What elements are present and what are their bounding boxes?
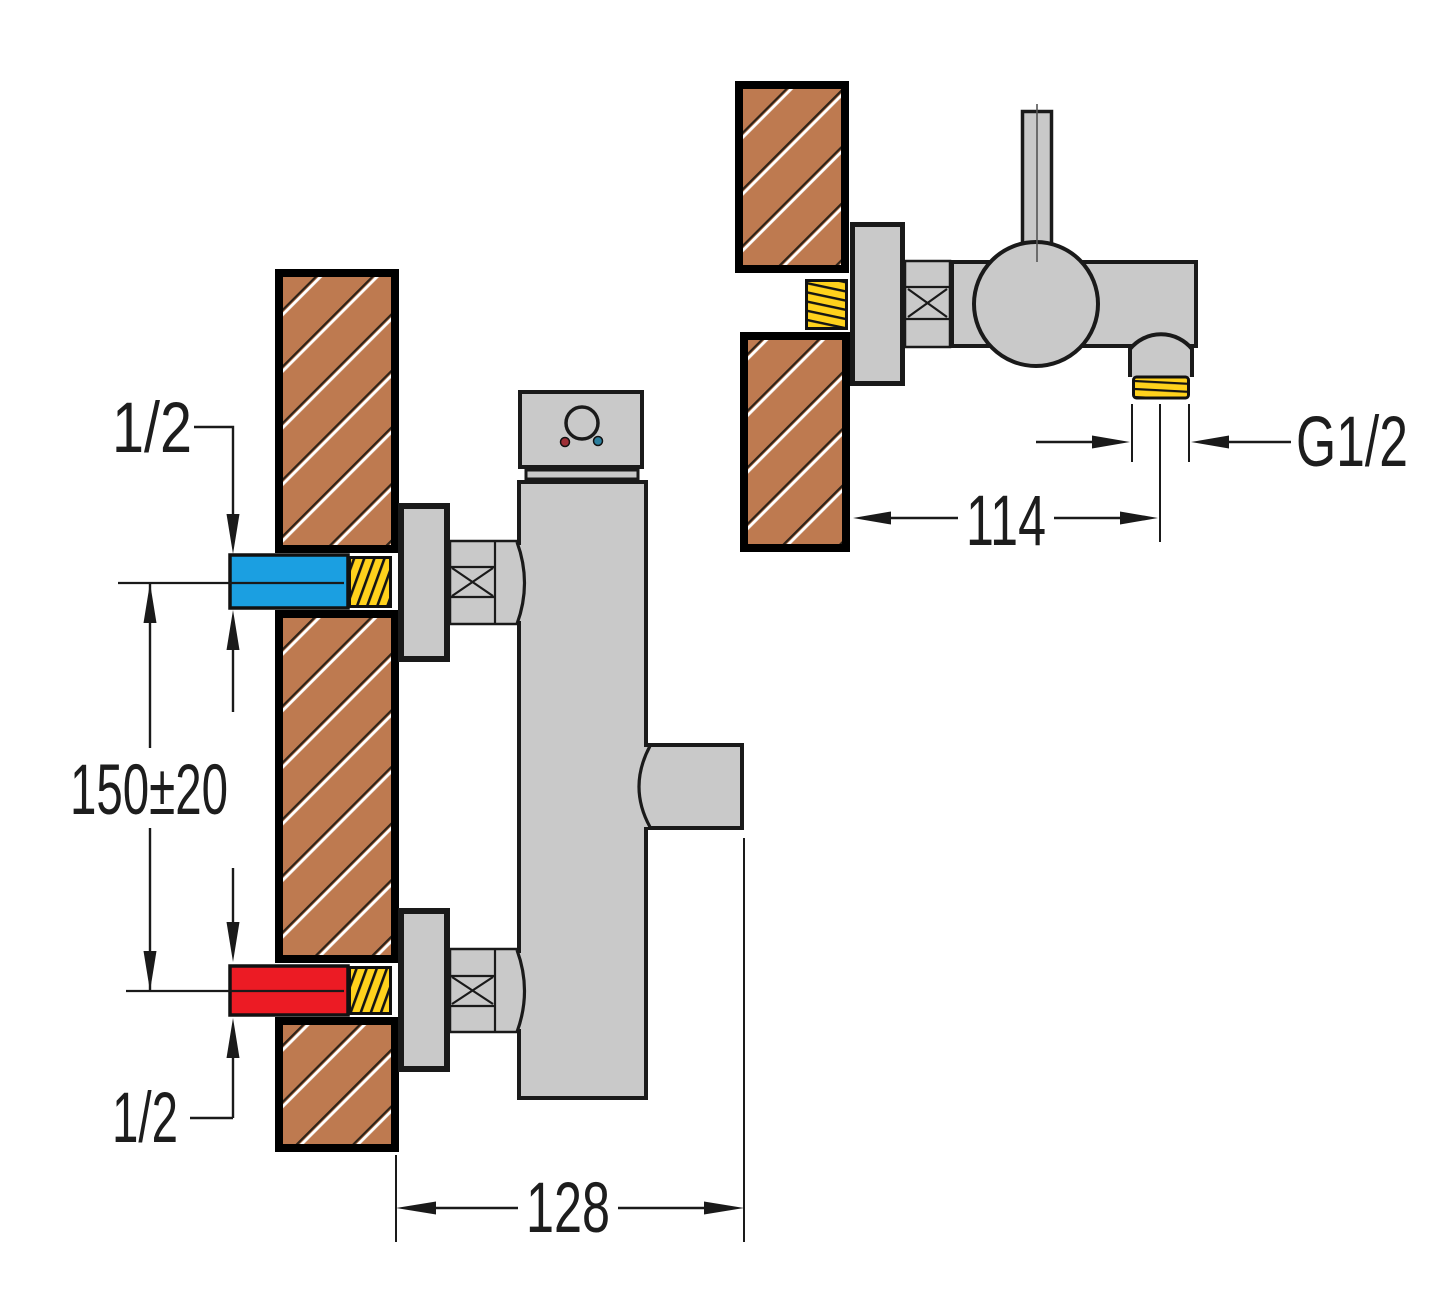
lower-union-cross [451,976,494,1005]
hot-supply-pipe [126,964,392,1017]
spout-arc [637,745,652,828]
thermostat-knob-icon [564,405,600,441]
dim-outlet-thread: G1/2 [1036,403,1408,542]
lower-union-neck [448,947,520,1034]
body-depth-label: 128 [526,1169,610,1248]
cold-arrow-up-icon [226,610,240,650]
upper-union-neck [448,539,520,626]
depth-extension-lines [395,838,745,1242]
front-view: 1/2 150±20 1/2 128 [70,269,745,1248]
wall-block-middle [275,610,399,963]
hot-inlet-label: 1/2 [112,1079,178,1158]
lower-union [448,947,527,1034]
lower-wall-flange [398,908,450,1072]
outlet-port [1128,332,1194,400]
union-nut-lines-top [905,285,950,321]
cold-inlet-label: 1/2 [112,389,192,468]
top-view: G1/2 114 [735,81,1408,561]
depth-arrow-right-icon [704,1201,744,1215]
offset-arrow-left-icon [853,511,891,525]
lower-union-nut-lines [450,974,495,1008]
wall-section-top [735,81,850,552]
lower-union-arc [515,949,527,1033]
outlet-arrow-right-icon [1092,435,1130,449]
upper-union-arc [515,541,527,625]
dim-body-depth: 128 [395,838,745,1248]
control-knob-top [972,240,1100,368]
spout-body [648,743,744,830]
union-top [903,259,952,349]
outlet-extension-lines [1131,404,1190,462]
upper-union-joint-fill [513,545,522,621]
hot-indicator-dot-icon [559,436,571,448]
dim-hot-inlet: 1/2 [112,868,240,1158]
cold-pipe-thread [348,556,392,608]
depth-arrow-left-icon [396,1201,436,1215]
offset-arrow-right-icon [1120,511,1158,525]
dim-wall-to-outlet: 114 [853,482,1158,561]
wall-block-upper [735,81,849,273]
spacing-arrow-up-icon [143,583,157,623]
cold-pipe [228,553,350,610]
wall-block-top [275,269,399,553]
cold-supply-pipe [118,553,392,610]
upper-union-cross [451,567,494,597]
cold-indicator-dot-icon [592,435,604,447]
outlet-thread-label: G1/2 [1296,403,1408,482]
wall-to-outlet-label: 114 [966,482,1046,561]
wall-section-front [275,269,399,1152]
union-cross-top [907,288,948,318]
hot-arrow-up-icon [226,1018,240,1058]
outlet-dome [1128,332,1194,377]
upper-union [448,539,527,626]
wall-block-lower [740,332,850,552]
upper-union-nut-lines [450,565,495,599]
spout-front [637,743,744,830]
inlet-spacing-label: 150±20 [70,751,228,830]
supply-pipe-thread-top [805,279,848,330]
hot-pipe-thread [348,966,392,1015]
dim-inlet-spacing: 150±20 [70,583,228,991]
cold-leader-line [194,425,235,516]
wall-flange-top [850,222,905,386]
wall-block-bottom [275,1017,399,1152]
mixer-body-front [517,480,648,1100]
head-neck-band [524,468,640,481]
mixer-head [518,390,644,481]
cold-arrow-down-icon [226,514,240,554]
hot-leader-line [190,1056,235,1120]
lower-union-joint-fill [513,953,522,1029]
dim-cold-inlet: 1/2 [112,389,240,712]
spacing-arrow-down-icon [143,951,157,991]
outlet-arrow-left-icon [1191,435,1229,449]
upper-wall-flange [398,503,450,662]
outlet-thread [1132,375,1190,400]
hot-arrow-down-icon [226,922,240,962]
